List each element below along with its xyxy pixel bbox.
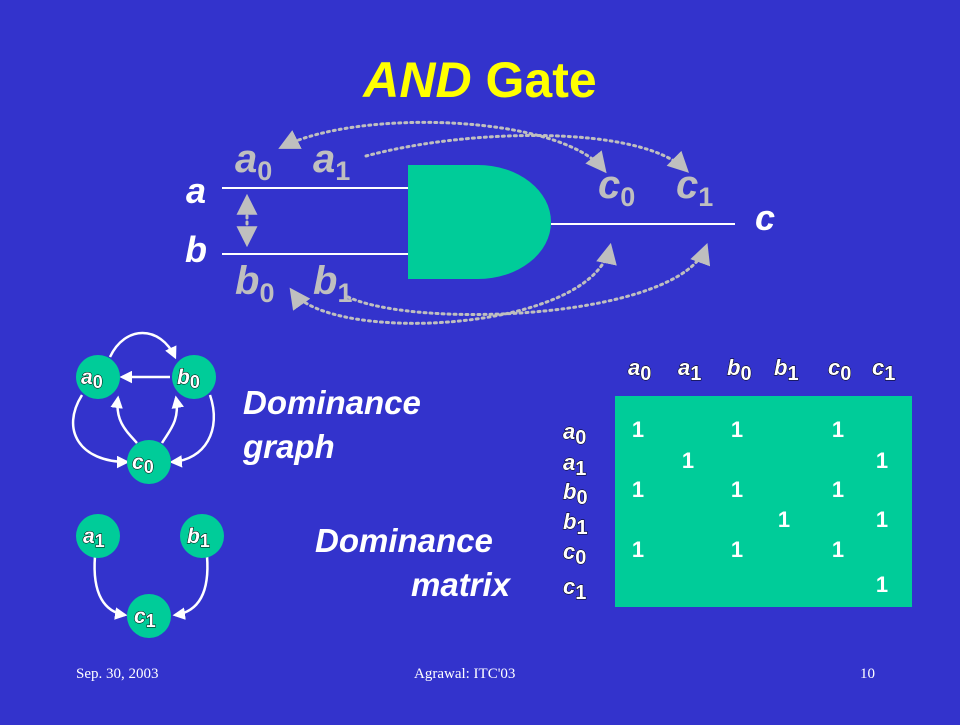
matrix-row-header-2: b0 bbox=[563, 479, 588, 509]
matrix-row-header-4: c0 bbox=[563, 539, 586, 569]
title-italic: AND bbox=[361, 52, 471, 108]
matrix-col-header-1: a1 bbox=[678, 355, 701, 385]
matrix-col-header-0: a0 bbox=[628, 355, 651, 385]
edge-b0-c0 bbox=[169, 394, 215, 468]
edge-c0-b0 bbox=[160, 395, 184, 444]
and-gate-icon bbox=[408, 165, 551, 279]
matrix-col-header-2: b0 bbox=[727, 355, 752, 385]
fault-label-a1: a1 bbox=[313, 137, 350, 186]
graph-node-a0 bbox=[76, 355, 120, 399]
edge-a1-c1 bbox=[93, 555, 128, 620]
title-rest: Gate bbox=[472, 52, 597, 108]
edge-c0-a0 bbox=[110, 395, 138, 444]
matrix-cell: 1 bbox=[731, 477, 743, 502]
input-label-a: a bbox=[186, 170, 206, 211]
footer-page-number: 10 bbox=[860, 666, 875, 682]
matrix-col-header-4: c0 bbox=[828, 355, 851, 385]
matrix-cell: 1 bbox=[876, 507, 888, 532]
matrix-cell: 1 bbox=[876, 572, 888, 597]
output-label-c: c bbox=[755, 197, 775, 238]
matrix-caption-line2: matrix bbox=[411, 566, 512, 603]
graph-node-b0 bbox=[172, 355, 216, 399]
graph-node-a1 bbox=[76, 514, 120, 558]
matrix-cell: 1 bbox=[632, 477, 644, 502]
graph-caption-line2: graph bbox=[242, 428, 335, 465]
page-title: AND Gate bbox=[361, 52, 596, 108]
input-label-b: b bbox=[185, 229, 207, 270]
matrix-cell: 1 bbox=[876, 448, 888, 473]
matrix-cell: 1 bbox=[778, 507, 790, 532]
matrix-col-header-5: c1 bbox=[872, 355, 895, 385]
graph-node-c1 bbox=[127, 594, 171, 638]
matrix-panel bbox=[615, 396, 912, 607]
circuit: a b c a0 a1 b0 b1 c0 c1 bbox=[185, 120, 775, 325]
graph-node-a1-label: a1 bbox=[83, 525, 105, 551]
dominance-graph: a0 b0 c0 a1 b1 c1 Dominance graph bbox=[71, 331, 421, 638]
matrix-caption-line1: Dominance bbox=[315, 522, 493, 559]
fault-label-a0: a0 bbox=[235, 137, 272, 186]
graph-node-c1-label: c1 bbox=[134, 605, 156, 631]
matrix-row-header-1: a1 bbox=[563, 450, 586, 480]
matrix-cell: 1 bbox=[832, 417, 844, 442]
matrix-col-header-3: b1 bbox=[774, 355, 799, 385]
matrix-cell: 1 bbox=[632, 537, 644, 562]
graph-caption-line1: Dominance bbox=[243, 384, 421, 421]
footer-date: Sep. 30, 2003 bbox=[76, 666, 159, 682]
matrix-row-header-3: b1 bbox=[563, 509, 588, 539]
arrow-a1-c1 bbox=[364, 133, 690, 173]
matrix-cell: 1 bbox=[682, 448, 694, 473]
matrix-row-header-5: c1 bbox=[563, 574, 586, 604]
edge-a0-b0-arc bbox=[108, 331, 177, 360]
footer-author: Agrawal: ITC'03 bbox=[414, 666, 516, 682]
graph-node-b1-label: b1 bbox=[187, 525, 210, 551]
graph-node-b0-label: b0 bbox=[177, 366, 200, 392]
fault-label-c1: c1 bbox=[676, 163, 713, 212]
fault-label-c0: c0 bbox=[598, 163, 635, 212]
matrix-cell: 1 bbox=[832, 537, 844, 562]
arrow-b1-c1 bbox=[346, 243, 711, 316]
matrix-cell: 1 bbox=[632, 417, 644, 442]
matrix-cell: 1 bbox=[731, 537, 743, 562]
edge-b1-c1 bbox=[172, 555, 209, 620]
fault-label-b1: b1 bbox=[313, 259, 352, 308]
dominance-matrix: Dominance matrix a0a0a1a1b0b0b1b1c0c0c1c… bbox=[315, 355, 912, 607]
matrix-cell: 1 bbox=[832, 477, 844, 502]
graph-node-a0-label: a0 bbox=[81, 366, 103, 392]
graph-node-c0 bbox=[127, 440, 171, 484]
graph-node-c0-label: c0 bbox=[132, 451, 154, 477]
arrow-a0-c0 bbox=[278, 120, 607, 174]
matrix-row-header-0: a0 bbox=[563, 419, 586, 449]
edge-a0-c0 bbox=[71, 394, 130, 469]
fault-label-b0: b0 bbox=[235, 259, 274, 308]
arrow-b0-c0 bbox=[289, 242, 617, 325]
graph-node-b1 bbox=[180, 514, 224, 558]
matrix-cell: 1 bbox=[731, 417, 743, 442]
